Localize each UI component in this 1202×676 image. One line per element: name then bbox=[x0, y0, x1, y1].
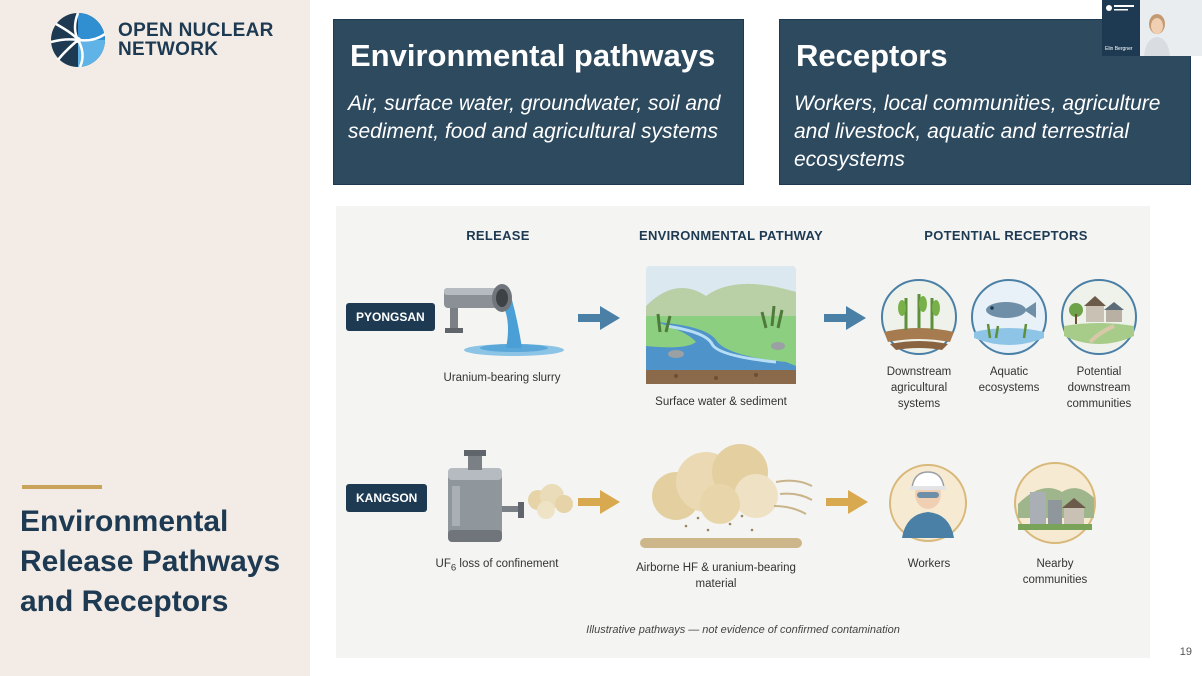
pathways-heading: Environmental pathways bbox=[350, 38, 716, 73]
receptors-body: Workers, local communities, agriculture … bbox=[794, 92, 1161, 171]
site-badge-pyongsan: PYONGSAN bbox=[346, 303, 435, 331]
discharge-pipe-icon bbox=[444, 284, 564, 356]
caption-receptor-1-3: Potential downstream communities bbox=[1066, 366, 1132, 410]
receptors-box: Receptors Workers, local communities, ag… bbox=[779, 19, 1191, 185]
river-landscape-icon bbox=[646, 266, 796, 384]
logo: OPEN NUCLEAR NETWORK bbox=[50, 12, 274, 68]
worker-icon bbox=[889, 464, 967, 542]
header-pathway: ENVIRONMENTAL PATHWAY bbox=[639, 228, 823, 243]
accent-divider bbox=[22, 485, 102, 489]
arrow-right-icon bbox=[824, 306, 866, 330]
site-badge-kangson: KANGSON bbox=[346, 484, 428, 512]
pathway-diagram: RELEASE ENVIRONMENTAL PATHWAY POTENTIAL … bbox=[336, 206, 1150, 658]
village-icon bbox=[1061, 279, 1137, 355]
header-release: RELEASE bbox=[466, 228, 530, 243]
caption-pathway-1: Surface water & sediment bbox=[655, 396, 787, 408]
agriculture-icon bbox=[881, 279, 957, 355]
town-icon bbox=[1014, 462, 1096, 544]
header-receptors: POTENTIAL RECEPTORS bbox=[924, 228, 1088, 243]
diagram-footnote: Illustrative pathways — not evidence of … bbox=[586, 624, 900, 636]
left-panel: OPEN NUCLEAR NETWORK Environmental Relea… bbox=[0, 0, 310, 676]
caption-release-2: UF6 loss of confinement bbox=[412, 556, 582, 576]
caption-receptor-1-1: Downstream agricultural systems bbox=[886, 366, 952, 410]
arrow-right-icon bbox=[578, 490, 620, 514]
arrow-right-icon bbox=[578, 306, 620, 330]
caption-release-2-suffix: loss of confinement bbox=[456, 558, 559, 570]
receptors-heading: Receptors bbox=[796, 38, 948, 73]
caption-pathway-2: Airborne HF & uranium-bearing material bbox=[636, 562, 796, 590]
slide-title: Environmental Release Pathways and Recep… bbox=[20, 505, 281, 618]
presenter-avatar-icon bbox=[1102, 0, 1202, 56]
caption-release-2-sub: 6 bbox=[450, 562, 457, 574]
globe-logo-icon bbox=[50, 12, 106, 68]
presenter-name: Elin Bergner bbox=[1105, 46, 1133, 52]
pathways-body: Air, surface water, groundwater, soil an… bbox=[348, 92, 721, 143]
arrow-right-icon bbox=[826, 490, 868, 514]
caption-release-1: Uranium-bearing slurry bbox=[443, 372, 561, 384]
logo-line-1: OPEN NUCLEAR bbox=[118, 20, 274, 41]
logo-wordmark: OPEN NUCLEAR NETWORK bbox=[118, 21, 274, 59]
presenter-video[interactable]: Elin Bergner bbox=[1102, 0, 1202, 56]
caption-receptor-1-2: Aquatic ecosystems bbox=[978, 366, 1040, 394]
fish-icon bbox=[971, 279, 1047, 355]
page-number: 19 bbox=[1179, 646, 1192, 658]
caption-receptor-2-1: Workers bbox=[907, 558, 951, 570]
airborne-dust-icon bbox=[640, 444, 813, 548]
caption-release-2-prefix: UF bbox=[435, 558, 451, 570]
pathways-box: Environmental pathways Air, surface wate… bbox=[333, 19, 744, 185]
uf6-cylinder-icon bbox=[448, 450, 573, 542]
logo-line-2: NETWORK bbox=[118, 39, 219, 60]
caption-receptor-2-2: Nearby communities bbox=[1022, 558, 1088, 586]
